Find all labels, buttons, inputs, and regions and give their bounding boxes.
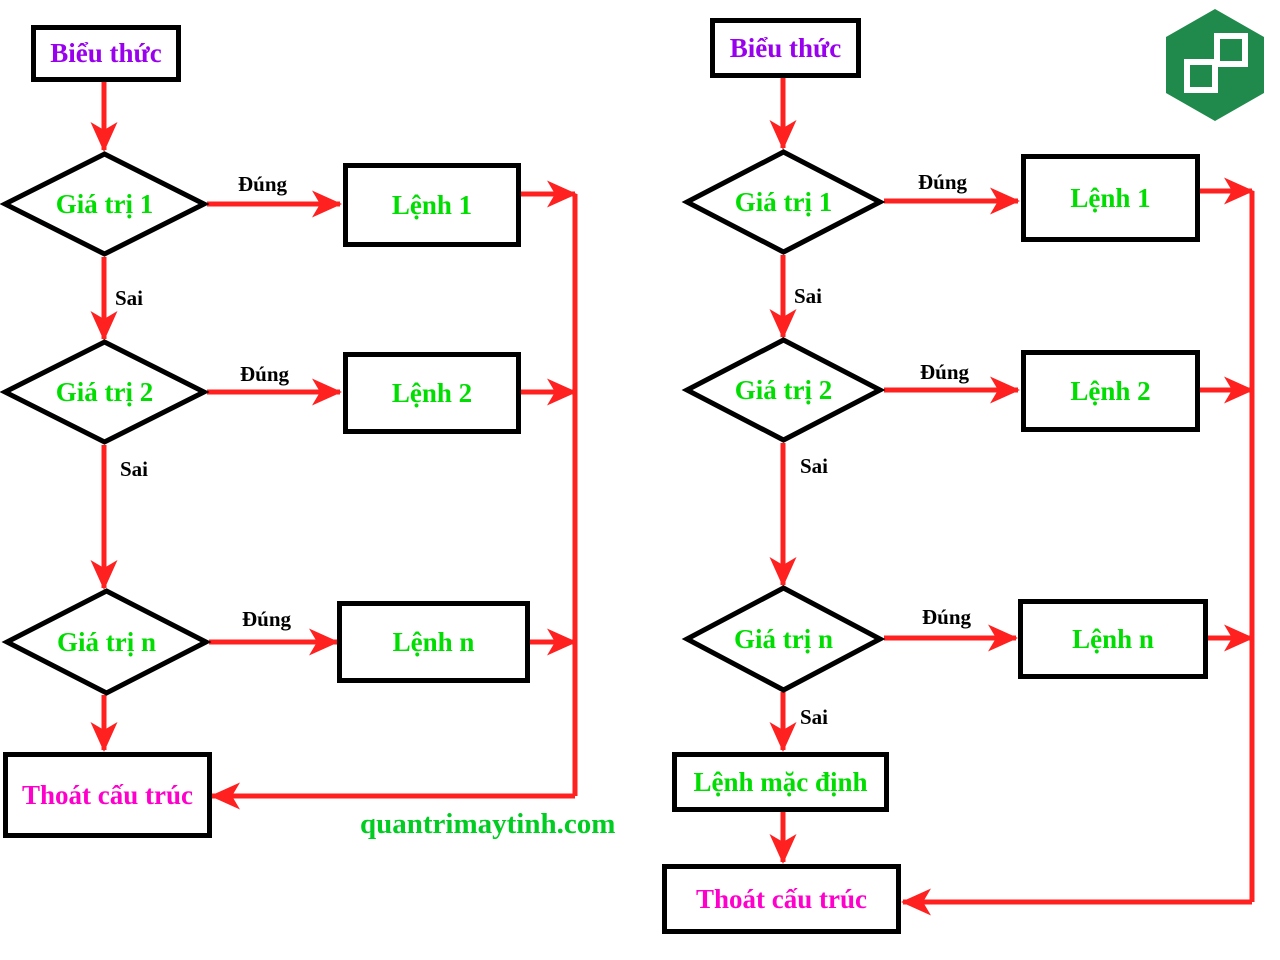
right-condition-1-node[interactable]: Giá trị 1 xyxy=(681,149,886,255)
right-statement-3-node[interactable]: Lệnh n xyxy=(1018,599,1208,679)
right-default-statement-node[interactable]: Lệnh mặc định xyxy=(672,752,889,812)
right-statement-2-node[interactable]: Lệnh 2 xyxy=(1021,350,1200,432)
left-false-label-2: Sai xyxy=(120,457,149,481)
left-condition-3-label: Giá trị n xyxy=(57,626,156,657)
right-condition-1-label: Giá trị 1 xyxy=(734,186,833,217)
left-statement-3-label: Lệnh n xyxy=(392,626,475,657)
right-false-label-3: Sai xyxy=(800,705,829,729)
right-false-label-1: Sai xyxy=(794,284,823,308)
right-condition-3-node[interactable]: Giá trị n xyxy=(681,585,886,693)
right-statement-1-node[interactable]: Lệnh 1 xyxy=(1021,154,1200,242)
left-true-label-3: Đúng xyxy=(242,607,292,631)
watermark-text: quantrimaytinh.com xyxy=(360,808,616,840)
left-false-label-1: Sai xyxy=(115,286,144,310)
right-statement-3-label: Lệnh n xyxy=(1072,623,1154,654)
left-statement-1-node[interactable]: Lệnh 1 xyxy=(343,163,521,247)
right-exit-node[interactable]: Thoát cấu trúc xyxy=(662,864,901,934)
right-exit-label: Thoát cấu trúc xyxy=(696,883,867,914)
left-exit-label: Thoát cấu trúc xyxy=(22,779,193,810)
left-statement-3-node[interactable]: Lệnh n xyxy=(337,601,530,683)
right-condition-2-label: Giá trị 2 xyxy=(734,374,833,405)
left-statement-2-node[interactable]: Lệnh 2 xyxy=(343,352,521,434)
left-condition-1-label: Giá trị 1 xyxy=(55,188,154,219)
left-true-label-1: Đúng xyxy=(238,172,288,196)
right-true-label-3: Đúng xyxy=(922,605,972,629)
left-condition-2-label: Giá trị 2 xyxy=(55,376,154,407)
right-true-label-1: Đúng xyxy=(918,170,968,194)
right-true-label-2: Đúng xyxy=(920,360,970,384)
left-true-label-2: Đúng xyxy=(240,362,290,386)
right-default-statement-label: Lệnh mặc định xyxy=(693,766,868,797)
hexagon-two-squares-icon xyxy=(1163,8,1267,122)
right-condition-2-node[interactable]: Giá trị 2 xyxy=(681,337,886,443)
left-expression-node[interactable]: Biểu thức xyxy=(31,25,181,82)
left-condition-3-node[interactable]: Giá trị n xyxy=(1,588,212,696)
left-exit-node[interactable]: Thoát cấu trúc xyxy=(3,752,212,838)
left-statement-2-label: Lệnh 2 xyxy=(391,377,473,408)
right-statement-1-label: Lệnh 1 xyxy=(1070,182,1151,213)
left-expression-label: Biểu thức xyxy=(50,38,162,68)
left-condition-1-node[interactable]: Giá trị 1 xyxy=(0,151,210,257)
right-expression-node[interactable]: Biểu thức xyxy=(710,18,861,78)
right-false-label-2: Sai xyxy=(800,454,829,478)
right-expression-label: Biểu thức xyxy=(729,32,842,63)
right-statement-2-label: Lệnh 2 xyxy=(1070,375,1151,406)
right-condition-3-label: Giá trị n xyxy=(734,623,833,654)
left-condition-2-node[interactable]: Giá trị 2 xyxy=(0,339,210,445)
left-statement-1-label: Lệnh 1 xyxy=(391,189,473,220)
